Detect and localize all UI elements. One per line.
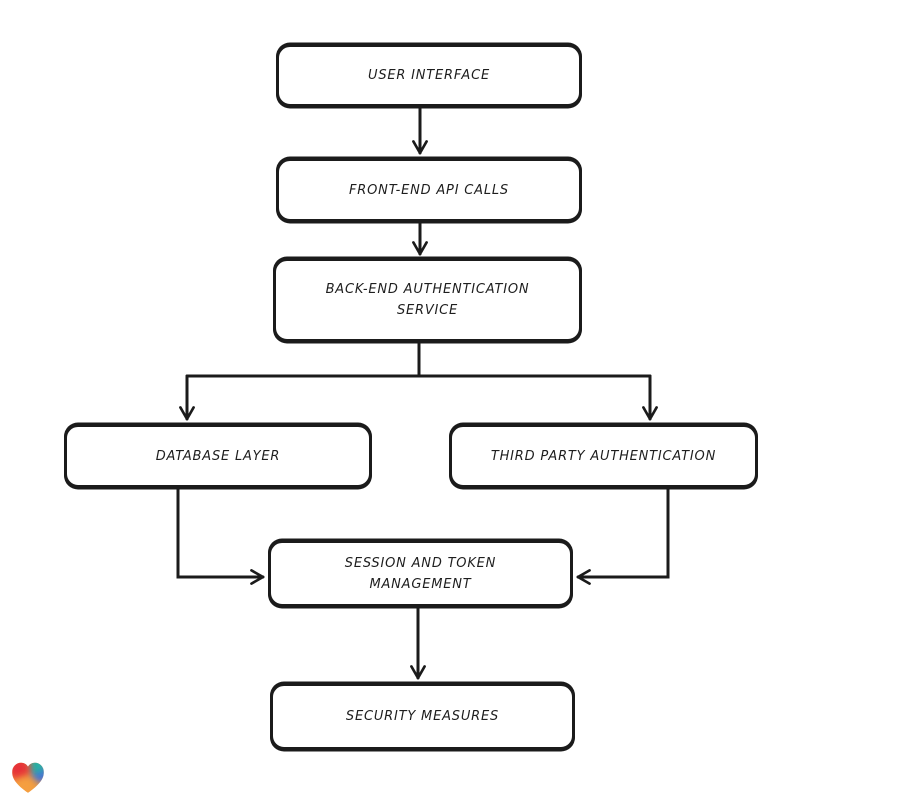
node-label: FRONT-END API CALLS <box>349 182 509 198</box>
node-label: SECURITY MEASURES <box>345 709 500 724</box>
node-database-layer[interactable]: DATABASE LAYER <box>64 424 372 488</box>
node-label: BACK-END AUTHENTICATION SERVICE <box>325 282 530 318</box>
node-third-party-authentication[interactable]: THIRD PARTY AUTHENTICATION <box>449 424 758 488</box>
edge-backend-branch <box>185 340 652 378</box>
node-label: SESSION AND TOKEN MANAGEMENT <box>344 555 497 592</box>
edge-thirdparty-to-session <box>576 486 670 585</box>
edge-database-to-session <box>176 486 265 585</box>
node-label: USER INTERFACE <box>368 68 490 83</box>
node-user-interface[interactable]: USER INTERFACE <box>276 44 582 107</box>
node-label: THIRD PARTY AUTHENTICATION <box>490 448 717 464</box>
node-label: DATABASE LAYER <box>155 448 281 464</box>
node-back-end-authentication-service[interactable]: BACK-END AUTHENTICATION SERVICE <box>273 258 582 342</box>
node-security-measures[interactable]: SECURITY MEASURES <box>270 683 575 750</box>
node-session-and-token-management[interactable]: SESSION AND TOKEN MANAGEMENT <box>268 540 573 607</box>
heart-icon <box>12 762 44 793</box>
node-front-end-api-calls[interactable]: FRONT-END API CALLS <box>276 158 582 222</box>
gradient-heart-logo[interactable] <box>9 760 47 796</box>
